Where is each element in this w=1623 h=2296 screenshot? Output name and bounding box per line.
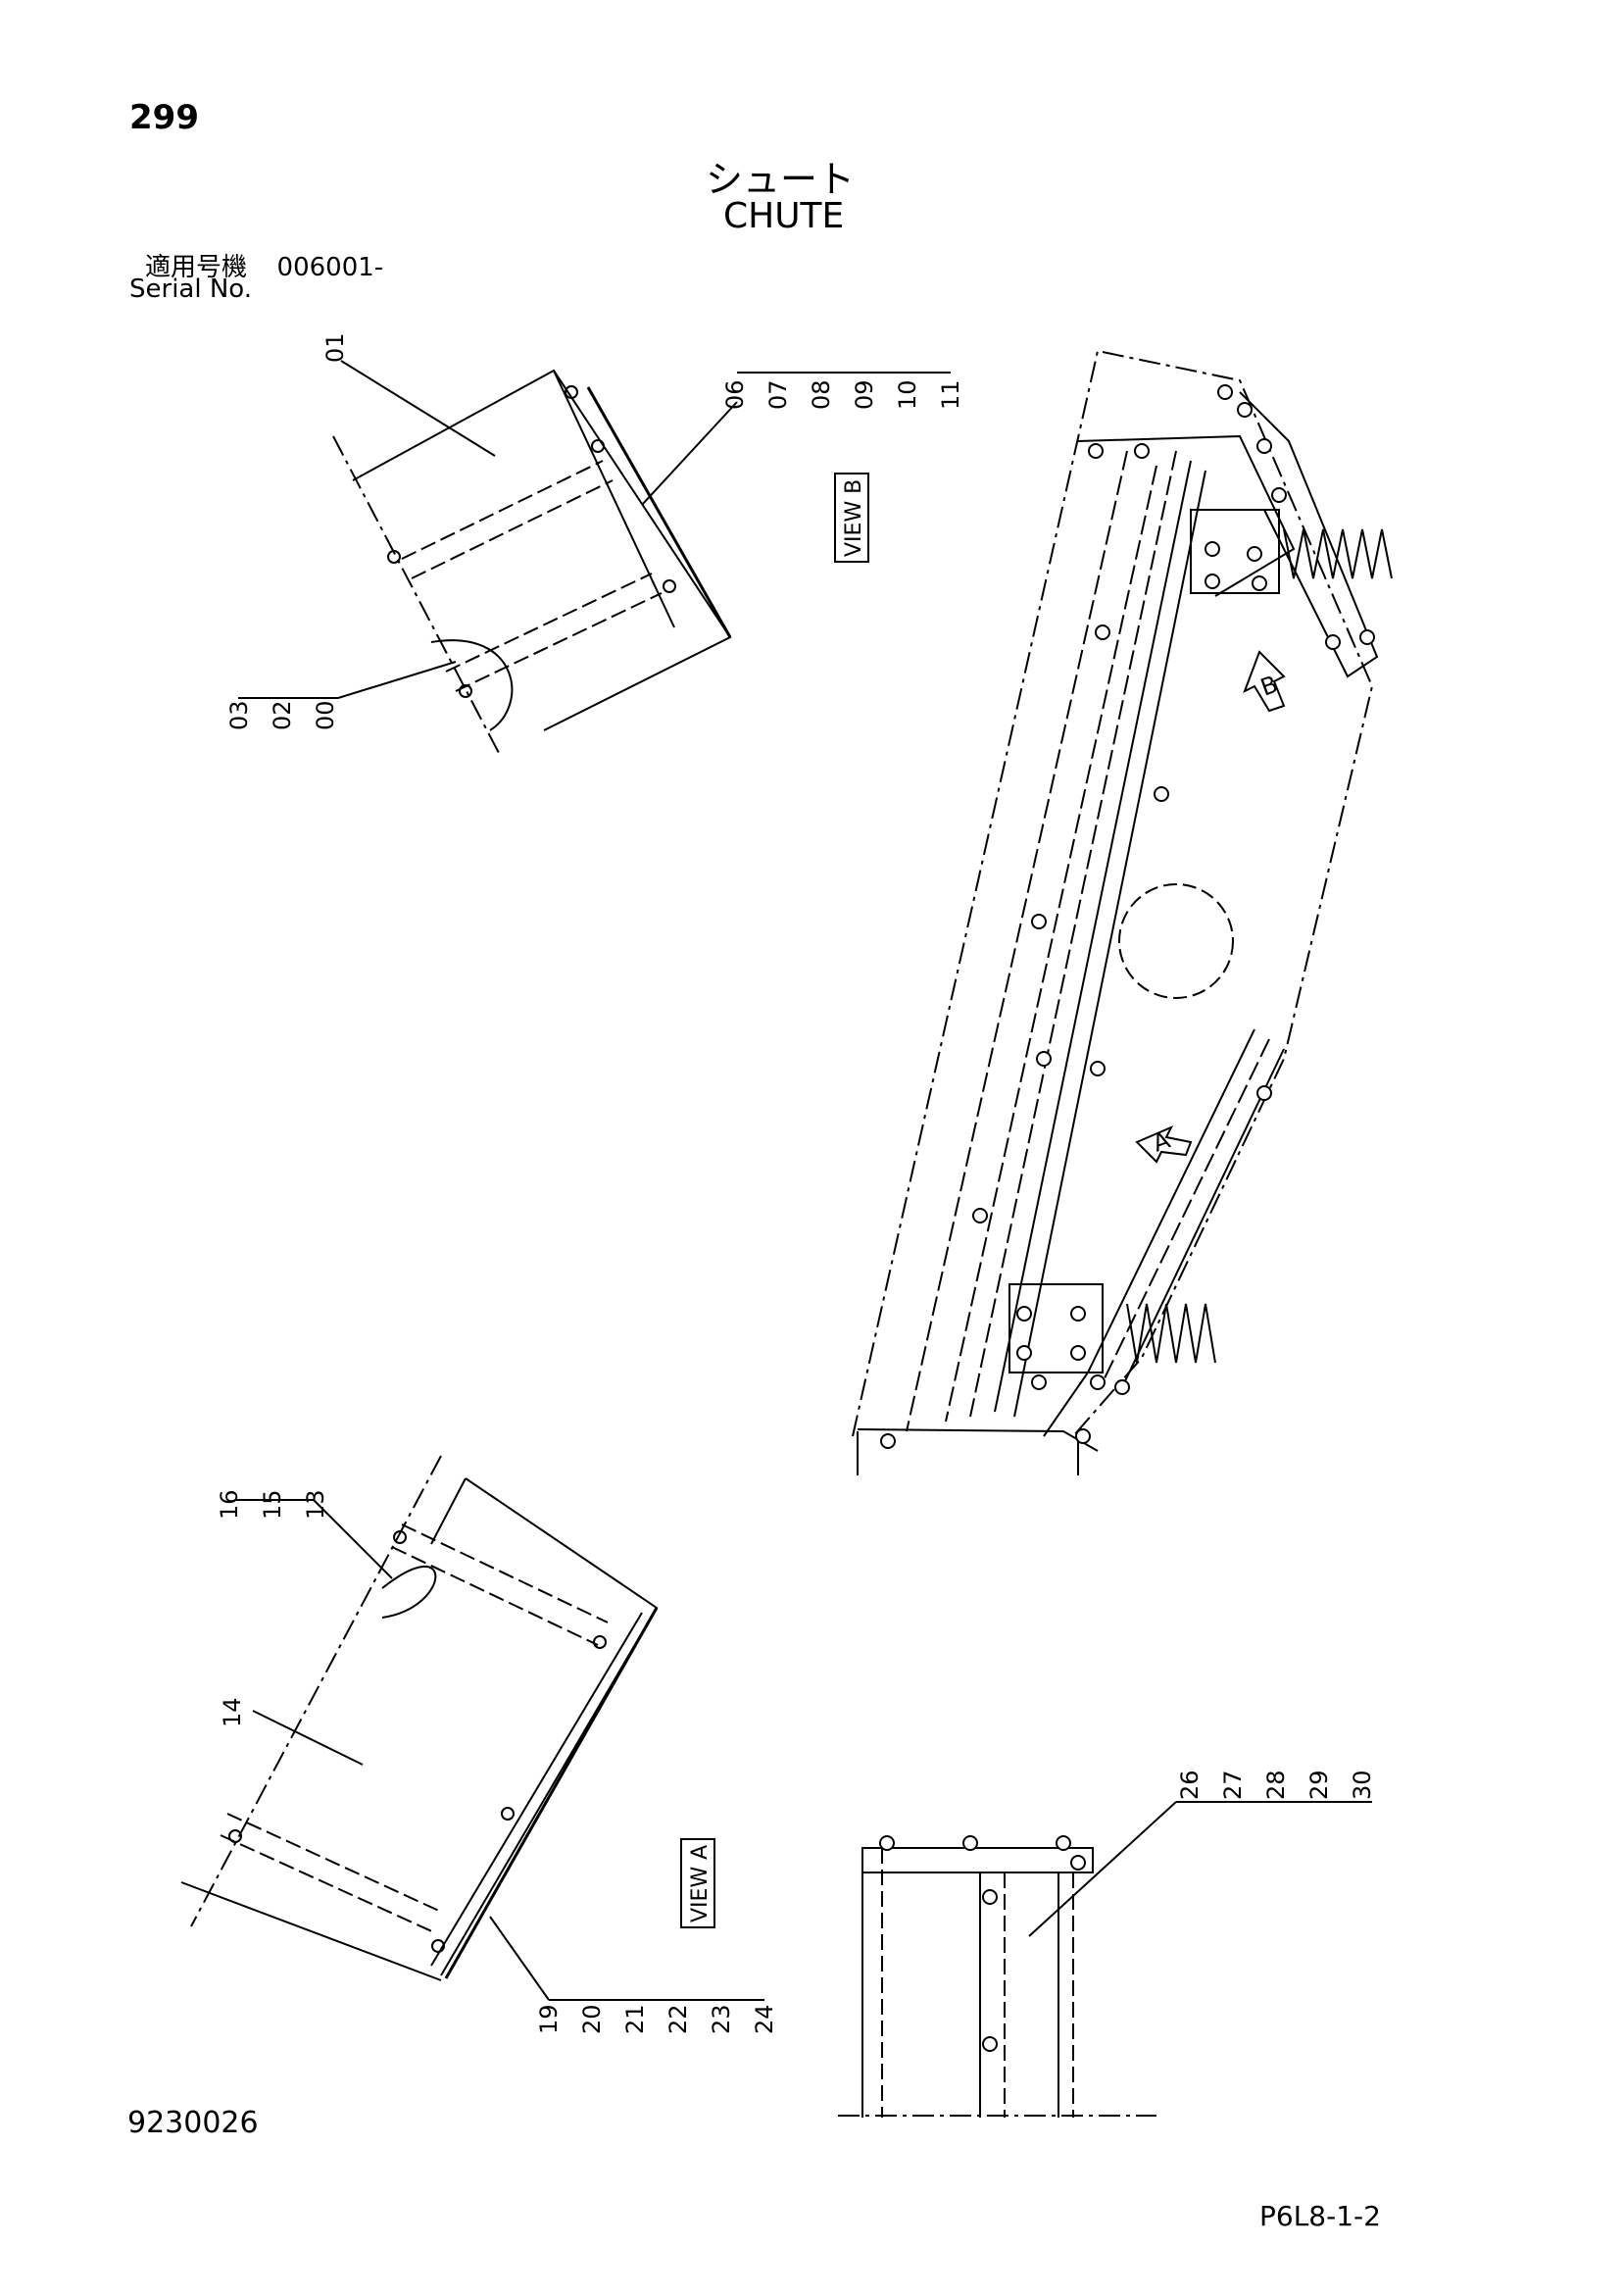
callout-01: 01	[321, 332, 349, 363]
callouts-bottom-right: 26 27 28 29 30	[1176, 1770, 1376, 1800]
callout-02: 02	[269, 700, 296, 730]
view-b-box	[834, 473, 869, 563]
callout-30: 30	[1349, 1770, 1376, 1800]
callout-13: 13	[302, 1489, 329, 1520]
callout-23: 23	[708, 2004, 735, 2034]
callout-20: 20	[578, 2004, 606, 2034]
callouts-top-left: 01 06 07 08 09 10 11 03 02 00	[225, 332, 964, 730]
callout-08: 08	[808, 379, 835, 410]
serial-label-jp: 適用号機	[145, 253, 248, 282]
callouts-bottom-left: 16 15 13 14 19 20 21 22 23 24	[216, 1489, 778, 2034]
view-b-label: VIEW B	[842, 479, 866, 557]
callout-06: 06	[721, 379, 749, 410]
callout-26: 26	[1176, 1770, 1204, 1800]
callout-24: 24	[751, 2004, 778, 2034]
callout-15: 15	[259, 1489, 286, 1520]
title-english: CHUTE	[723, 196, 845, 236]
callout-14: 14	[219, 1697, 246, 1727]
callout-22: 22	[664, 2004, 692, 2034]
callout-11: 11	[937, 379, 964, 410]
detail-top-left	[238, 360, 951, 756]
page-number: 299	[129, 98, 199, 137]
callout-29: 29	[1305, 1770, 1333, 1800]
page-code: P6L8-1-2	[1259, 2200, 1381, 2232]
callout-28: 28	[1262, 1770, 1290, 1800]
serial-line-japanese: 適用号機 006001-	[145, 247, 383, 283]
callout-07: 07	[764, 379, 792, 410]
detail-bottom-left	[180, 1455, 764, 2001]
callout-21: 21	[621, 2004, 649, 2034]
callout-09: 09	[851, 379, 878, 410]
serial-label-english: Serial No.	[129, 275, 252, 304]
title-japanese: シュート	[706, 158, 856, 201]
callout-19: 19	[535, 2004, 563, 2034]
figure-number: 9230026	[127, 2106, 259, 2140]
callout-00: 00	[312, 700, 339, 730]
callout-16: 16	[216, 1489, 243, 1520]
view-a-label: VIEW A	[688, 1845, 713, 1922]
callout-10: 10	[894, 379, 921, 410]
main-assembly	[852, 349, 1393, 1475]
serial-value: 006001-	[276, 253, 384, 282]
callout-03: 03	[225, 700, 253, 730]
view-a-box	[680, 1838, 715, 1928]
detail-bottom-right	[838, 1801, 1372, 2118]
callout-27: 27	[1219, 1770, 1247, 1800]
